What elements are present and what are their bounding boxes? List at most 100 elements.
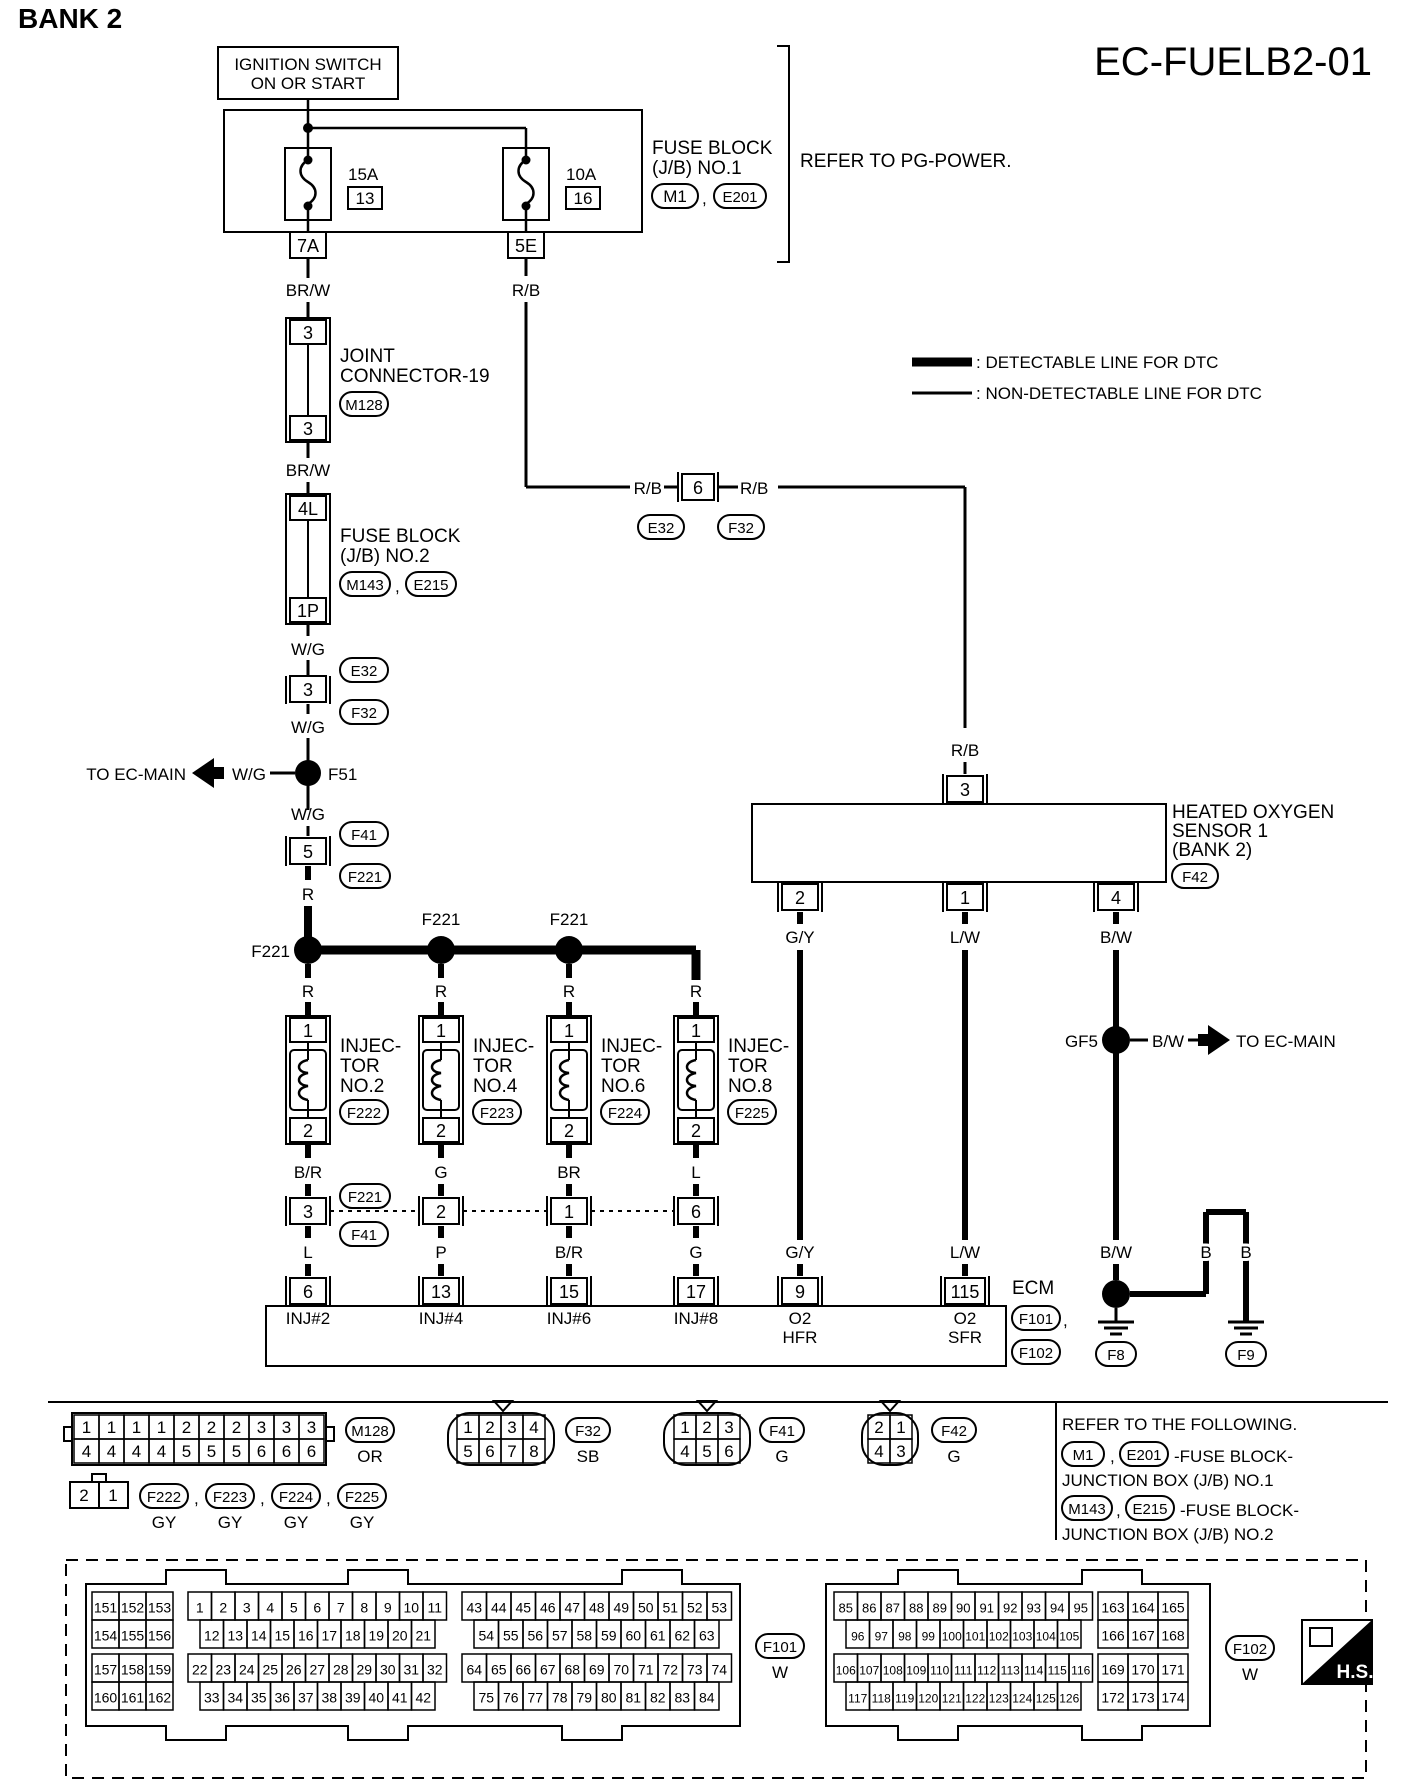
wire-wg-4: W/G [291, 805, 325, 824]
pin-number: 21 [415, 1628, 431, 1644]
inj4-label3: NO.4 [473, 1076, 518, 1097]
conn-f41-f221-pin5: 5 [285, 836, 331, 866]
pin-number: 68 [564, 1662, 580, 1678]
o2-label: HEATED OXYGEN [1172, 802, 1334, 823]
pin-number: 4 [266, 1600, 274, 1616]
pin-number: 60 [625, 1628, 641, 1644]
arrow-right-icon [1198, 1025, 1230, 1055]
ground-splice [1102, 1280, 1130, 1308]
pin-number: 99 [922, 1630, 936, 1644]
cv-f32-id: F32 [575, 1423, 601, 1440]
o2-label3: (BANK 2) [1172, 840, 1252, 861]
pin-number: 57 [552, 1628, 568, 1644]
pin-number: 65 [491, 1662, 507, 1678]
svg-text:B/R: B/R [294, 1163, 322, 1182]
svg-text:L/W: L/W [950, 928, 980, 947]
pin-number: 174 [1161, 1690, 1185, 1706]
pin-number: 93 [1027, 1601, 1041, 1616]
coil-icon [685, 1058, 697, 1102]
pin-number: 59 [601, 1628, 617, 1644]
pin-number: 6 [724, 1442, 733, 1461]
wire-brw-2: BR/W [286, 461, 330, 480]
svg-text:17: 17 [686, 1282, 706, 1302]
svg-text:6: 6 [303, 1282, 313, 1302]
inj6-label2: TOR [601, 1056, 641, 1077]
pin-number: 5 [182, 1442, 191, 1461]
pin-cell [145, 1619, 174, 1649]
fuse-block-1-label2: (J/B) NO.1 [652, 158, 742, 179]
conn-m1: M1 [663, 187, 687, 206]
pin-number: 55 [503, 1628, 519, 1644]
pin-cell [410, 1681, 436, 1711]
conn-f42: F42 [1182, 869, 1208, 886]
pin-number: 52 [687, 1600, 703, 1616]
pin-number: 111 [954, 1664, 973, 1678]
pin-number: 15 [274, 1628, 290, 1644]
harness-side-icon: H.S. [1301, 1619, 1373, 1685]
conn-f102: F102 [1019, 1345, 1053, 1362]
conn-f221: F221 [348, 869, 382, 886]
pin-cell [1157, 1681, 1189, 1711]
conn-f221-b: F221 [348, 1189, 382, 1206]
pin-number: 1 [107, 1418, 116, 1437]
f101-id: F101 [763, 1639, 797, 1656]
fb2-pin-top: 4L [298, 499, 318, 519]
pin-cell [298, 1438, 325, 1464]
pin-number: 36 [274, 1690, 290, 1706]
pin-number: 34 [227, 1690, 243, 1706]
pin-number: 122 [965, 1692, 985, 1706]
inj2-label3: NO.2 [340, 1076, 384, 1097]
pin-number: 42 [415, 1690, 431, 1706]
pin-number: 164 [1131, 1600, 1155, 1616]
injector-no4: 1 2 [418, 1015, 464, 1145]
pin-number: 13 [227, 1628, 243, 1644]
pin-number: 45 [515, 1600, 531, 1616]
pin-number: 53 [711, 1600, 727, 1616]
pin-number: 3 [243, 1600, 251, 1616]
refer-m143: M143 [1068, 1501, 1106, 1518]
conn-e215: E215 [413, 577, 448, 594]
to-ec-main-left: TO EC-MAIN [86, 765, 186, 784]
pin-number: 44 [491, 1600, 507, 1616]
jc-label2: CONNECTOR-19 [340, 366, 490, 387]
pin-number: 18 [345, 1628, 361, 1644]
diagram-code: EC-FUELB2-01 [1094, 40, 1372, 84]
fuse-b-amp: 10A [566, 165, 597, 184]
injector-output-wires: B/R G BR L [294, 1144, 701, 1196]
pin-number: 67 [540, 1662, 556, 1678]
pin-number: 61 [650, 1628, 666, 1644]
cv-m128-id: M128 [351, 1423, 389, 1440]
pin-number: 46 [540, 1600, 556, 1616]
pin-number: 10 [403, 1600, 419, 1616]
pin-number: 6 [313, 1600, 321, 1616]
pin-number: 92 [1003, 1601, 1017, 1616]
splice-f221-3 [555, 936, 583, 964]
pin-number: 173 [1131, 1690, 1155, 1706]
svg-text:R: R [690, 982, 702, 1001]
inj8-label2: TOR [728, 1056, 768, 1077]
cv-f42-id: F42 [941, 1423, 967, 1440]
conn-e201: E201 [722, 189, 757, 206]
conn-f225: F225 [735, 1105, 769, 1122]
svg-text:R: R [302, 982, 314, 1001]
pin-number: 89 [933, 1601, 947, 1616]
ecm-pin-connectors: 6 13 15 17 9 115 [285, 1276, 990, 1306]
pin-number: 39 [345, 1690, 361, 1706]
svg-text:6: 6 [693, 478, 703, 498]
jc-label: JOINT [340, 346, 395, 367]
fb2-label2: (J/B) NO.2 [340, 546, 430, 567]
pin-number: 11 [427, 1600, 442, 1616]
pin-number: 110 [930, 1664, 949, 1678]
ground-f8: F8 [1107, 1347, 1125, 1364]
pin-number: 4 [132, 1442, 141, 1461]
pin-number: 64 [466, 1662, 482, 1678]
pin-number: 35 [251, 1690, 267, 1706]
inj4-label2: TOR [473, 1056, 513, 1077]
svg-text:3: 3 [303, 1202, 313, 1222]
pin-number: 63 [699, 1628, 715, 1644]
svg-text:1: 1 [960, 888, 970, 908]
pin-number: 58 [576, 1628, 592, 1644]
pin-number: 160 [94, 1690, 118, 1706]
inj6-label: INJEC- [601, 1036, 662, 1057]
